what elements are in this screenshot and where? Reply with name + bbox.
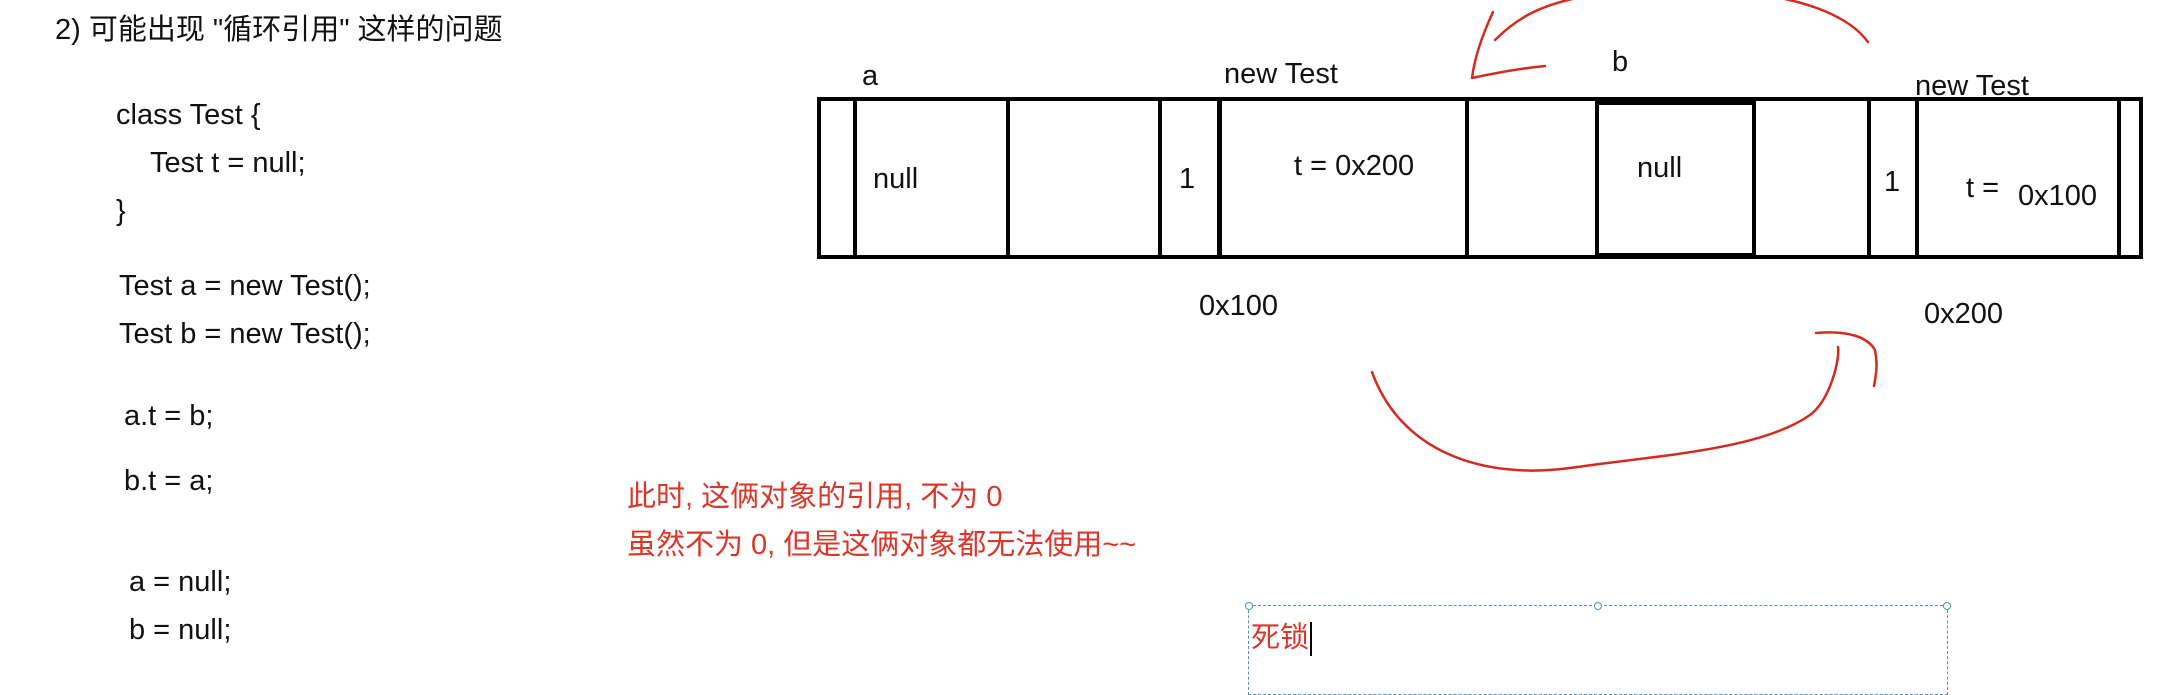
- page-heading: 2) 可能出现 "循环引用" 这样的问题: [55, 14, 503, 46]
- a-cell-value: null: [873, 163, 919, 195]
- code-class-open: class Test {: [116, 99, 261, 131]
- obj2-refcount: 1: [1884, 166, 1901, 198]
- ref-arrow-bottom: [1370, 345, 1840, 472]
- resize-handle[interactable]: [1943, 602, 1951, 610]
- b-var-cell: [1595, 101, 1756, 257]
- resize-handle[interactable]: [1245, 602, 1253, 610]
- text-cursor: [1310, 622, 1313, 657]
- memory-strip: [817, 97, 2143, 259]
- obj2-type-label: new Test: [1915, 70, 2029, 102]
- obj1-t-field: t = 0x200: [1294, 150, 1415, 182]
- code-decl-a: Test a = new Test();: [119, 270, 371, 302]
- obj2-address: 0x200: [1924, 298, 2004, 330]
- code-assign-a: a.t = b;: [124, 400, 214, 432]
- obj1-type-label: new Test: [1224, 58, 1338, 90]
- var-a-label: a: [862, 60, 879, 92]
- b-cell-value: null: [1637, 152, 1683, 184]
- var-b-label: b: [1612, 46, 1629, 78]
- resize-handle[interactable]: [1594, 602, 1602, 610]
- text-box-content: 死锁: [1251, 622, 1310, 654]
- code-null-a: a = null;: [129, 566, 232, 598]
- obj2-t-field-key: t =: [1966, 172, 2000, 204]
- ref-arrow-bottom-head: [1814, 331, 1878, 388]
- note-line-2: 虽然不为 0, 但是这俩对象都无法使用~~: [627, 529, 1137, 561]
- ref-arrow-top: [1493, 0, 1870, 44]
- ref-arrow-top-head: [1470, 10, 1547, 80]
- note-line-1: 此时, 这俩对象的引用, 不为 0: [627, 481, 1003, 513]
- obj1-address: 0x100: [1199, 290, 1279, 322]
- code-class-close: }: [116, 195, 126, 227]
- obj1-refcount: 1: [1179, 163, 1196, 195]
- code-field: Test t = null;: [150, 147, 306, 179]
- obj2-t-field-value: 0x100: [2018, 180, 2098, 212]
- text-box[interactable]: 死锁: [1245, 602, 1951, 695]
- code-assign-b: b.t = a;: [124, 465, 214, 497]
- code-decl-b: Test b = new Test();: [119, 318, 371, 350]
- code-null-b: b = null;: [129, 614, 232, 646]
